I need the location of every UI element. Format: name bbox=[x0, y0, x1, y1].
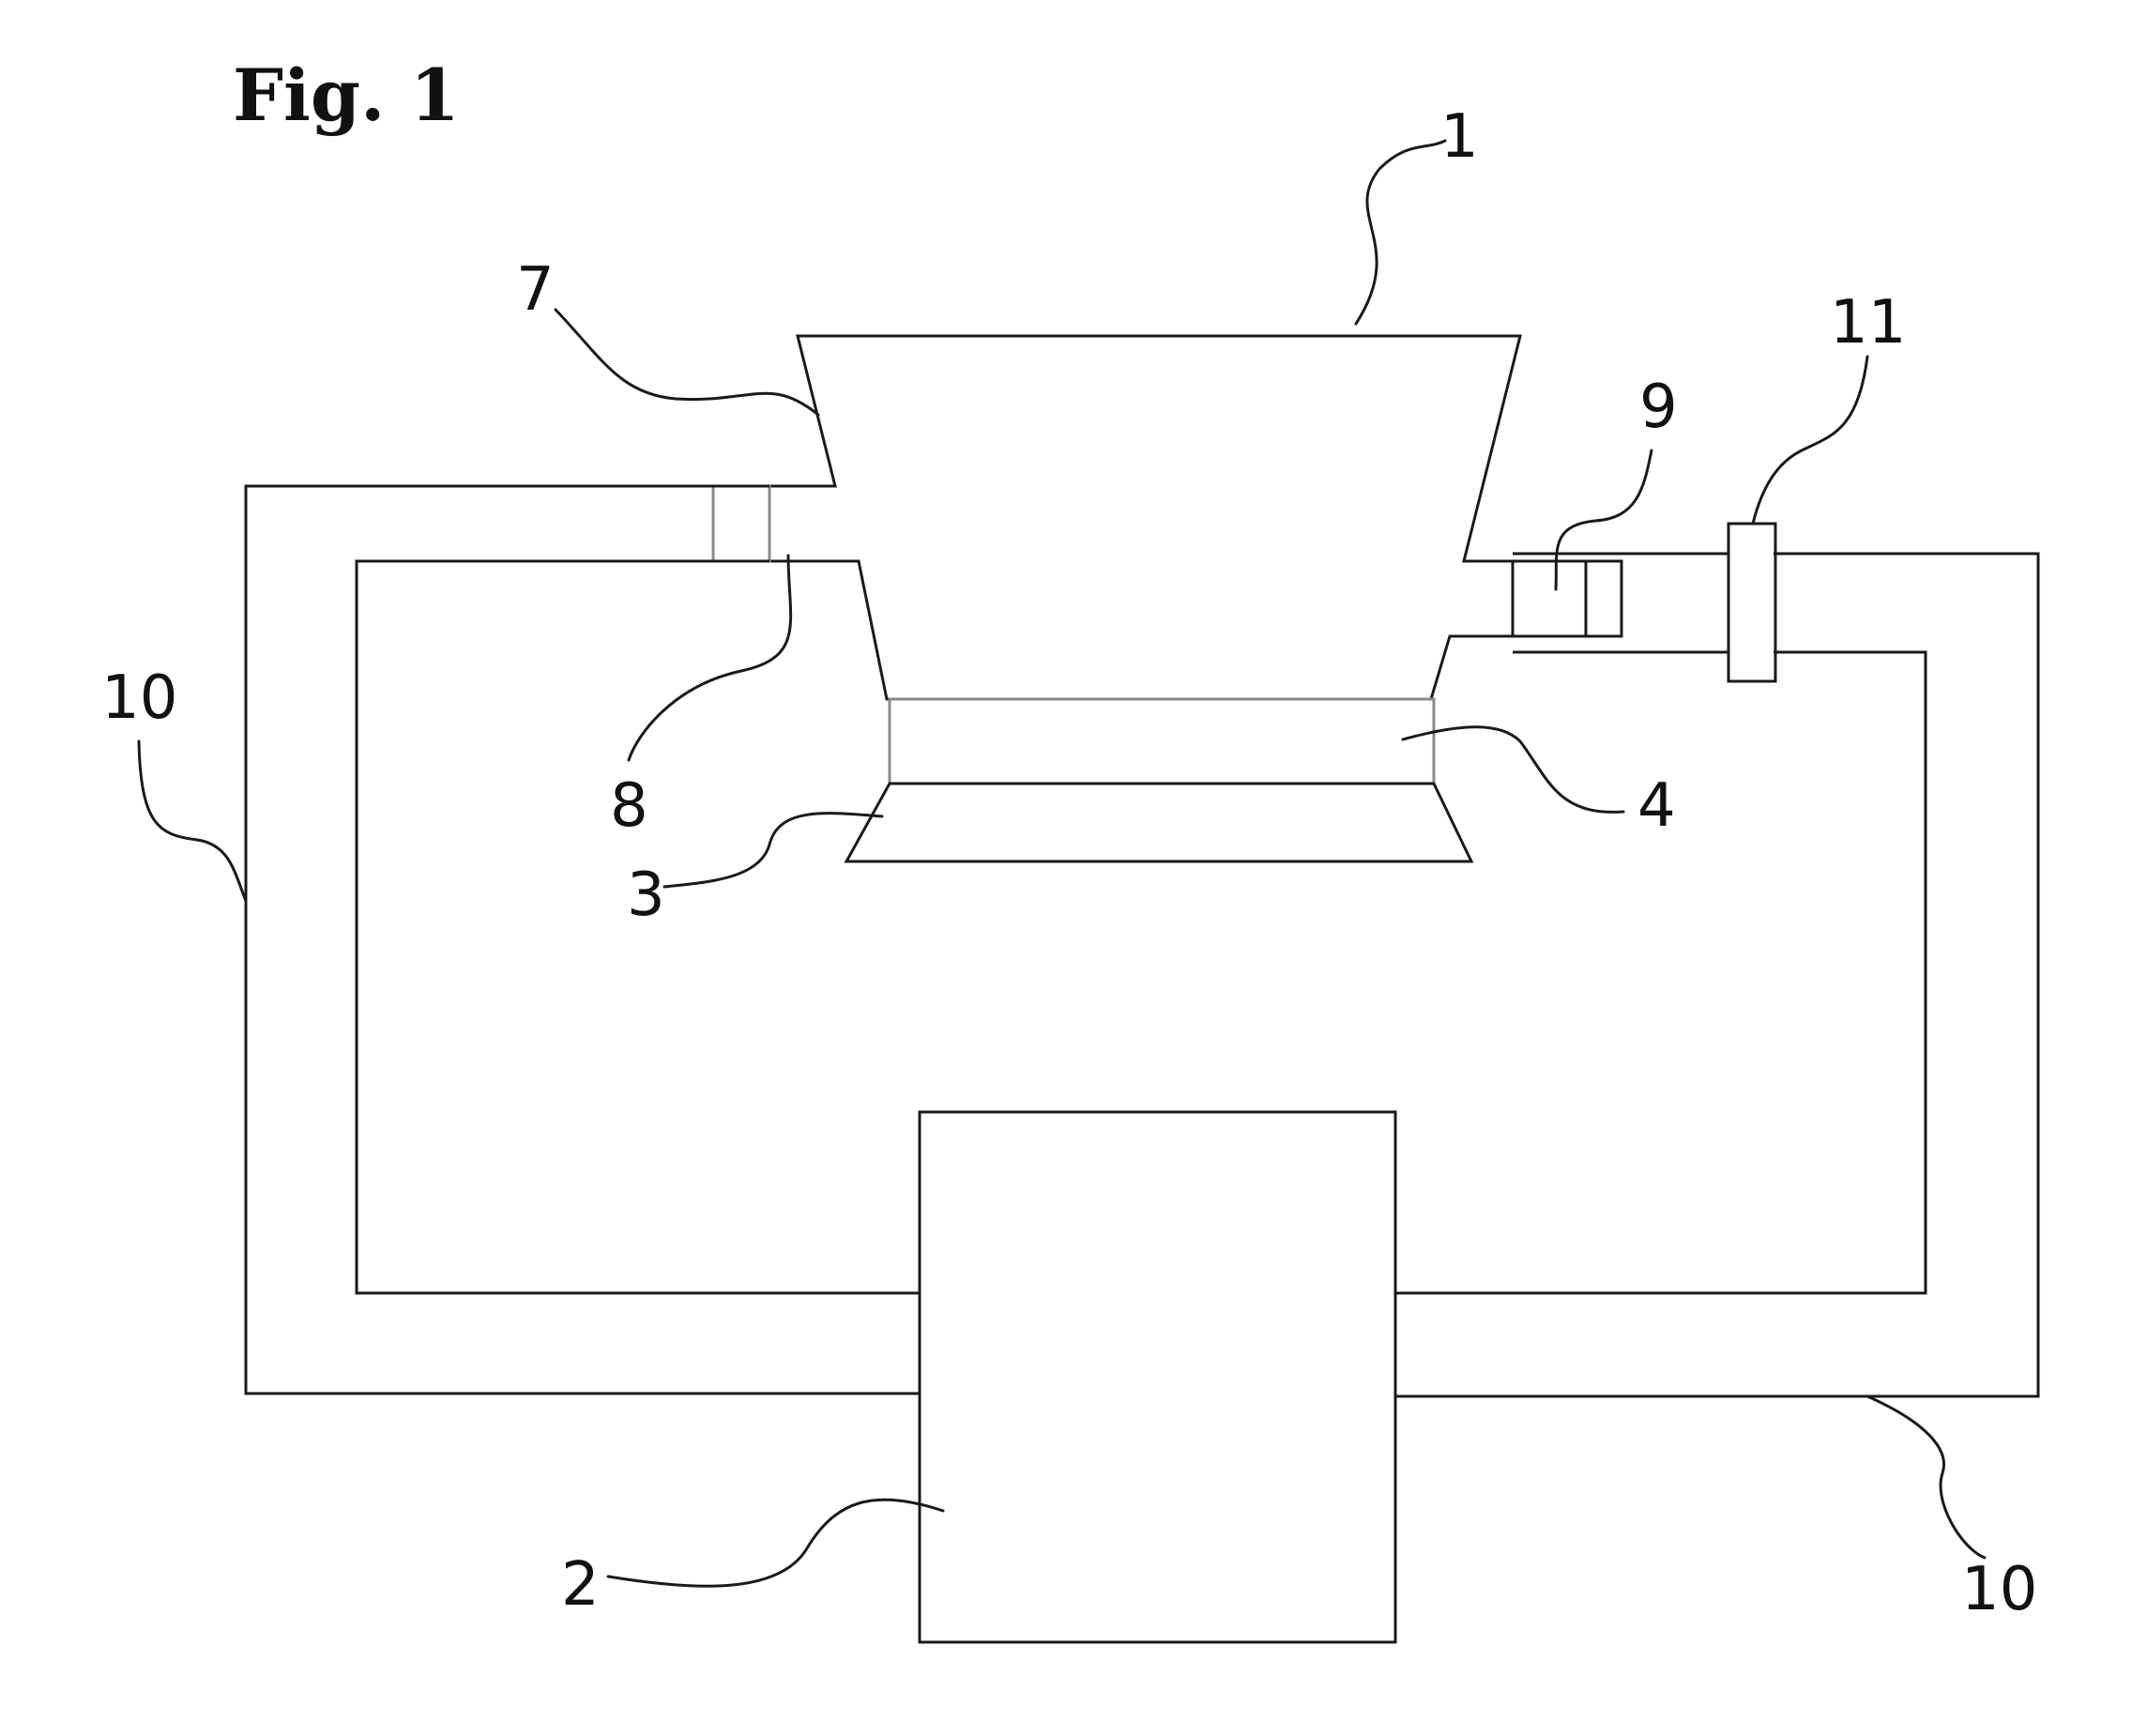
label-3: 3 bbox=[627, 860, 665, 930]
label-10-left: 10 bbox=[101, 663, 177, 733]
outlet-port-9 bbox=[1511, 559, 1588, 638]
leader-7 bbox=[554, 308, 820, 417]
label-8: 8 bbox=[610, 771, 648, 841]
leader-2 bbox=[606, 1498, 945, 1588]
inlet-port-8 bbox=[711, 484, 771, 563]
pipe-10-left-outer bbox=[244, 484, 920, 1395]
leader-3 bbox=[662, 812, 884, 889]
leader-4 bbox=[1401, 725, 1625, 814]
leader-1 bbox=[1354, 139, 1447, 326]
vessel-body-1 bbox=[711, 334, 1623, 701]
figure-title: Fig. 1 bbox=[233, 53, 460, 137]
leader-10-left bbox=[137, 739, 248, 903]
leader-11 bbox=[1751, 355, 1869, 525]
unit-box-2 bbox=[918, 1110, 1397, 1644]
leader-9 bbox=[1554, 449, 1653, 591]
valve-11 bbox=[1727, 522, 1777, 683]
label-10-right: 10 bbox=[1961, 1555, 2037, 1624]
label-9: 9 bbox=[1639, 373, 1678, 442]
base-tray-3 bbox=[844, 782, 1474, 863]
label-7: 7 bbox=[516, 255, 555, 325]
label-4: 4 bbox=[1637, 771, 1676, 841]
pipe-10-left-inner bbox=[355, 559, 920, 1295]
pipe-10-right-outer bbox=[1395, 552, 2040, 1398]
pipe-10-right-inner bbox=[1395, 650, 1927, 1295]
label-1: 1 bbox=[1440, 102, 1479, 172]
leader-8 bbox=[627, 554, 793, 762]
label-11: 11 bbox=[1830, 288, 1906, 358]
label-2: 2 bbox=[561, 1550, 600, 1620]
component-4-band bbox=[888, 697, 1436, 785]
leader-10-right bbox=[1865, 1394, 1987, 1560]
